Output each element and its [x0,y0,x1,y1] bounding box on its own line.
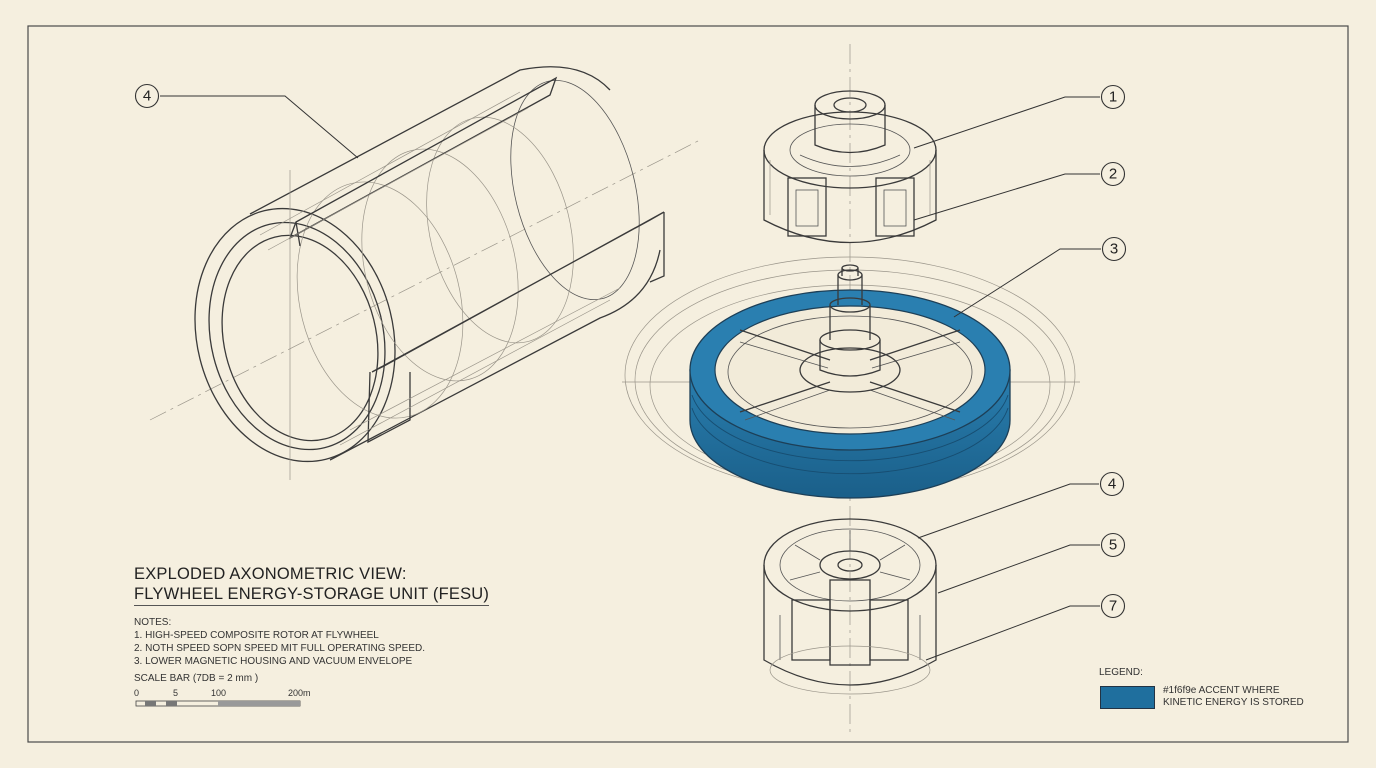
scale-tick-label: 5 [173,688,179,698]
svg-text:4: 4 [1108,476,1116,493]
legend-text: #1f6f9e ACCENT WHERE KINETIC ENERGY IS S… [1163,685,1304,709]
title-block: EXPLODED AXONOMETRIC VIEW: FLYWHEEL ENER… [134,564,490,606]
svg-text:7: 7 [1109,598,1117,615]
notes-block: NOTES: 1. HIGH-SPEED COMPOSITE ROTOR AT … [134,616,425,668]
legend-swatch [1100,686,1155,709]
scale-tick-label: 100 [211,688,227,698]
flywheel-rotor-drawing [622,256,1080,499]
scale-bar-label: SCALE BAR (7DB = 2 mm ) [134,673,259,684]
callout-3: 3 [953,236,1127,318]
callout-2: 2 [913,161,1126,221]
scale-tick-label: 0 [134,688,140,698]
legend-title: LEGEND: [1099,667,1143,678]
note-item: 2. NOTH SPEED SOPN SPEED MIT FULL OPERAT… [134,643,425,654]
callout-housing: 4 [134,83,359,159]
scale-bar-graphic [135,700,301,707]
scale-tick-label: 200m [288,688,311,698]
svg-text:5: 5 [1109,537,1117,554]
callout-4: 4 [917,471,1125,539]
title-line-1: EXPLODED AXONOMETRIC VIEW: [134,565,407,583]
legend-line-2: KINETIC ENERGY IS STORED [1163,697,1304,708]
notes-heading: NOTES: [134,617,172,628]
title-line-2: FLYWHEEL ENERGY-STORAGE UNIT (FESU) [134,584,490,606]
svg-text:3: 3 [1110,241,1118,258]
svg-text:1: 1 [1109,89,1117,106]
note-item: 3. LOWER MAGNETIC HOUSING AND VACUUM ENV… [134,656,413,667]
vacuum-housing-drawing [149,66,701,480]
drawing-border [27,25,1349,743]
callout-1: 1 [913,84,1126,149]
callout-5: 5 [937,532,1126,594]
callout-7: 7 [925,593,1126,661]
scale-bar-ticks: 0 5 100 200m [134,688,314,700]
lower-motor-drawing [763,518,937,695]
svg-text:4: 4 [143,88,151,105]
note-item: 1. HIGH-SPEED COMPOSITE ROTOR AT FLYWHEE… [134,630,379,641]
upper-bearing-drawing [763,44,937,735]
legend-line-1: #1f6f9e ACCENT WHERE [1163,685,1280,696]
svg-text:2: 2 [1109,166,1117,183]
